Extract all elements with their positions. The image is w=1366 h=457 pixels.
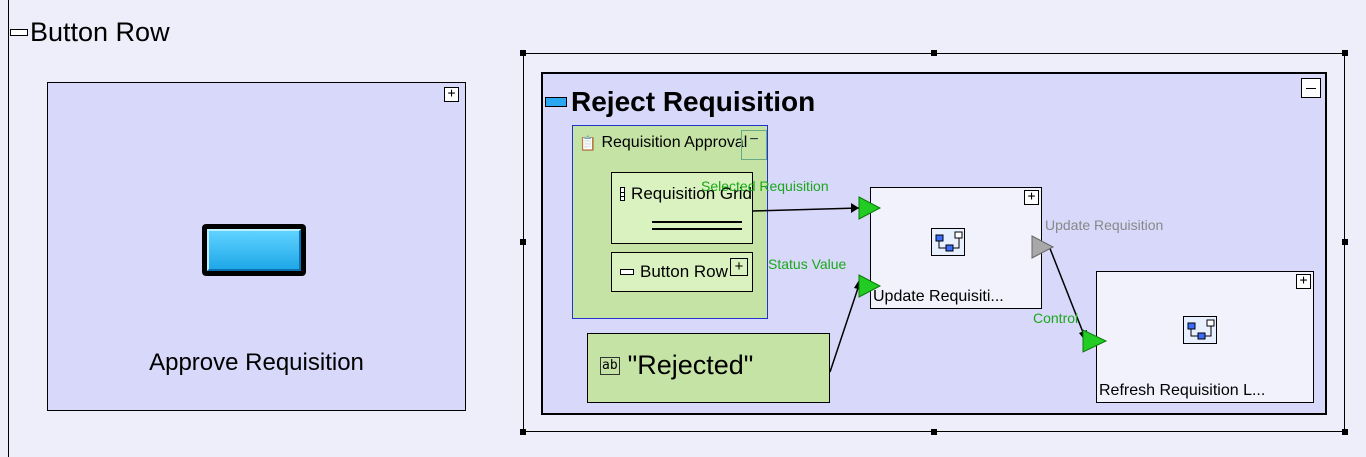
port-label-update-requisition: Update Requisition [1045,217,1164,233]
button-icon [620,269,634,275]
output-port-update-requisition[interactable] [1031,235,1055,259]
requisition-grid-component[interactable]: Requisition Grid [611,172,753,244]
grid-icon [620,187,626,201]
update-requisition-label: Update Requisiti... [873,288,1004,305]
input-port-status-value[interactable] [858,274,882,298]
button-icon [545,97,567,107]
form-title: Requisition Approval [601,134,748,151]
arrowhead-icon [851,203,859,213]
text-constant-icon: ab [600,356,620,375]
wire-status-value [829,284,860,373]
port-label-selected-requisition: Selected Requisition [701,178,829,194]
expand-icon[interactable]: + [1024,190,1039,205]
approve-requisition-label: Approve Requisition [149,349,364,376]
reject-requisition-header: Reject Requisition [545,86,815,118]
wire-selected-requisition [751,207,860,212]
flow-icon [931,228,965,256]
refresh-requisition-label: Refresh Requisition L... [1099,382,1266,399]
canvas-frame [8,0,1366,457]
expand-icon[interactable]: + [1296,274,1311,289]
approve-requisition-panel[interactable]: + Approve Requisition [47,82,466,411]
button-row-header: Button Row [10,14,170,50]
resize-handle[interactable] [520,239,526,245]
resize-handle[interactable] [520,50,526,56]
form-header: 📋 Requisition Approval [579,134,747,152]
input-port-control[interactable] [1082,329,1108,353]
expand-icon[interactable]: + [730,258,748,276]
button-row-title: Button Row [30,16,170,47]
constant-value: "Rejected" [627,350,754,380]
update-requisition-node[interactable]: + Update Requisiti... [870,187,1042,309]
collapse-icon[interactable]: − [741,130,767,160]
reject-requisition-title: Reject Requisition [571,86,816,117]
input-port-selected-requisition[interactable] [858,196,882,220]
grid-row-line [652,221,742,223]
wire-control [1048,245,1087,341]
expand-icon[interactable]: + [444,87,459,102]
button-row-component-label: Button Row [640,262,728,281]
resize-handle[interactable] [931,50,937,56]
button-row-component-header: Button Row [620,262,752,282]
resize-handle[interactable] [1342,50,1348,56]
grid-row-line [652,228,742,230]
grid-header: Requisition Grid [620,184,752,204]
clipboard-icon: 📋 [579,134,597,151]
button-icon [202,224,306,276]
resize-handle[interactable] [1342,429,1348,435]
port-label-control: Control [1033,310,1079,326]
refresh-requisition-node[interactable]: + Refresh Requisition L... [1096,271,1314,403]
button-row-component[interactable]: Button Row + [611,252,753,292]
constant-content: ab "Rejected" [600,350,753,381]
button-row-icon [10,28,28,36]
port-label-status-value: Status Value [768,256,847,272]
flow-icon [1183,316,1217,344]
rejected-constant[interactable]: ab "Rejected" [587,333,830,403]
resize-handle[interactable] [520,429,526,435]
collapse-icon[interactable] [1301,78,1321,98]
grid-label: Requisition Grid [631,184,752,203]
resize-handle[interactable] [1342,239,1348,245]
resize-handle[interactable] [931,429,937,435]
